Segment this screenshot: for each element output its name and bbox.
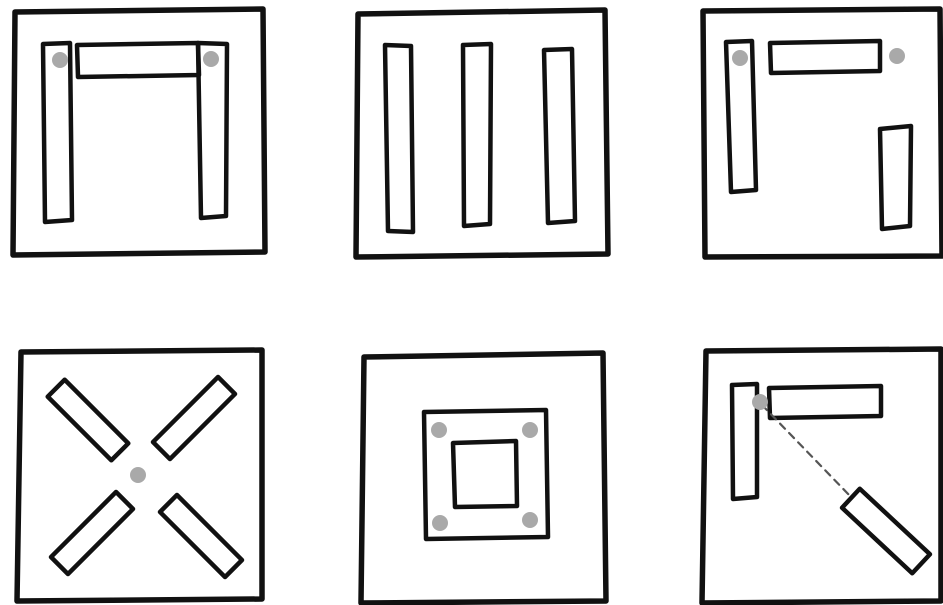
panel-5-joint-marker-top-left <box>431 422 447 438</box>
panel-2-wall-middle <box>463 44 491 226</box>
panel-4-wall-bottom-right <box>160 495 242 577</box>
panel-4-wall-bottom-left <box>51 492 133 574</box>
panel-3-frame <box>703 9 942 257</box>
panel-1-right-wall <box>198 43 227 218</box>
panel-5-inner-square <box>453 441 517 507</box>
panel-2-wall-left <box>385 45 413 232</box>
panel-3-joint-marker-left <box>732 50 748 66</box>
panel-3 <box>703 9 942 257</box>
panel-6-horizontal-beam <box>769 386 881 418</box>
panel-5-joint-marker-bottom-right <box>522 512 538 528</box>
panel-4-wall-top-left <box>48 380 129 461</box>
panel-6-joint-marker <box>752 394 768 410</box>
panel-4-joint-marker-center <box>130 467 146 483</box>
panel-6-diagonal-wall <box>842 489 930 573</box>
panel-1-joint-marker-right <box>203 51 219 67</box>
panel-3-joint-marker-right <box>889 48 905 64</box>
panel-2 <box>356 10 608 257</box>
panel-5-frame <box>361 353 606 603</box>
panel-1-top-beam <box>77 43 199 77</box>
panel-6 <box>702 349 941 603</box>
panel-5 <box>361 353 606 603</box>
panel-4 <box>17 350 262 601</box>
panel-3-horizontal-beam <box>770 41 880 73</box>
panel-1 <box>13 9 265 255</box>
panel-1-left-wall <box>43 43 72 222</box>
panel-4-wall-top-right <box>153 377 235 459</box>
panel-1-joint-marker-left <box>52 52 68 68</box>
panel-2-wall-right <box>544 49 575 223</box>
panel-5-joint-marker-bottom-left <box>432 515 448 531</box>
panel-5-joint-marker-top-right <box>522 422 538 438</box>
panel-3-separate-wall <box>880 126 911 229</box>
